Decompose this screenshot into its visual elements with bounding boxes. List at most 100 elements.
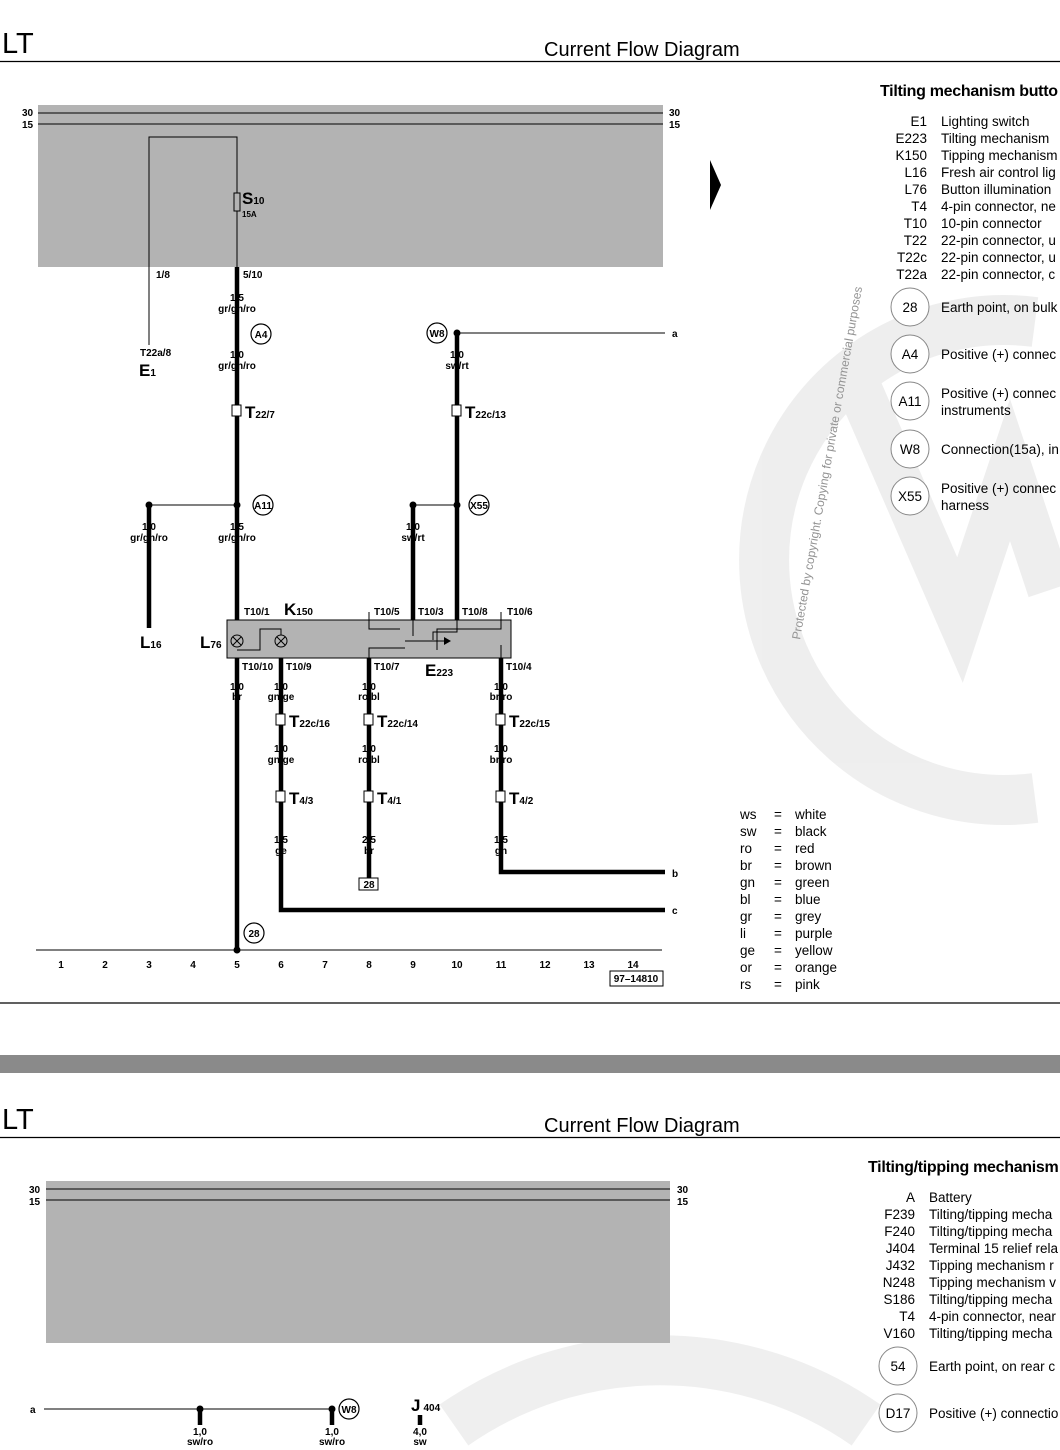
diagram-label: 1,0 (142, 522, 156, 533)
terminal-30-label: 30 (669, 108, 681, 119)
legend-title: Tilting/tipping mechanism (868, 1159, 1059, 1176)
diagram-label: 2,5 (362, 835, 376, 846)
diagram-label: 1,0 (362, 682, 376, 693)
component-l76: L76 (200, 633, 222, 652)
equals-sign: = (774, 926, 782, 941)
legend-desc: 4-pin connector, ne (941, 199, 1056, 214)
legend-code: V160 (883, 1326, 915, 1341)
diagram-label: S (242, 189, 253, 208)
legend-desc: Battery (929, 1190, 972, 1205)
diagram-label: J (411, 1396, 420, 1415)
diagram-label: br (232, 692, 242, 703)
legend-desc: Tilting/tipping mecha (929, 1224, 1053, 1239)
diagram-label: T (377, 712, 388, 731)
legend-desc: Earth point, on bulk (941, 300, 1058, 315)
lamp-icon (230, 634, 244, 648)
diagram-label: 16 (150, 640, 162, 651)
diagram-label: 30 (677, 1185, 689, 1196)
diagram-label: 28 (248, 929, 260, 940)
legend-code: J432 (886, 1258, 915, 1273)
diagram-label: ro/bl (358, 755, 380, 766)
component-e1: E1 (139, 361, 156, 380)
diagram-label: 22/7 (255, 410, 275, 421)
diagram-label: gr/gn/ro (218, 304, 256, 315)
legend-desc: Tilting/tipping mecha (929, 1207, 1053, 1222)
diagram-label: E (425, 661, 436, 680)
legend-point-code: D17 (886, 1406, 911, 1421)
legend-code: F240 (884, 1224, 915, 1239)
diagram-label: gn (495, 846, 507, 857)
diagram-label: a (30, 1405, 36, 1416)
diagram-label: sw (413, 1437, 427, 1448)
column-number: 6 (278, 960, 284, 971)
legend-code: S186 (883, 1292, 915, 1307)
next-page-arrow-icon[interactable] (710, 160, 721, 210)
diagram-label: br/ro (490, 692, 513, 703)
connector-t22c-13: T22c/13 (465, 403, 506, 422)
brand-title: LT (2, 28, 34, 60)
legend-desc: Tipping mechanism (941, 148, 1058, 163)
equals-sign: = (774, 807, 782, 822)
colour-abbr: rs (740, 977, 751, 992)
column-number: 3 (146, 960, 152, 971)
column-number: 8 (366, 960, 372, 971)
legend-point-code: X55 (898, 489, 922, 504)
diagram-label: 1,0 (230, 682, 244, 693)
legend-point-circle (890, 476, 930, 516)
diagram-label: 1,5 (274, 835, 288, 846)
legend-desc: Button illumination (941, 182, 1051, 197)
diagram-label: A11 (254, 501, 272, 512)
diagram-label: T (509, 789, 520, 808)
legend-point-code: 54 (890, 1359, 906, 1374)
colour-name: red (795, 841, 815, 856)
diagram-label: T10/7 (374, 662, 400, 673)
legend-code: K150 (895, 148, 927, 163)
legend-desc: Tilting/tipping mecha (929, 1292, 1053, 1307)
earth-box (358, 877, 379, 891)
connector-t4-1: T4/1 (377, 789, 402, 808)
diagram-label: br/ro (490, 755, 513, 766)
terminal-15-label: 15 (669, 120, 681, 131)
fuse-relay-panel (38, 105, 663, 267)
diagram-label: 1,0 (494, 682, 508, 693)
legend-point-circle (878, 1393, 918, 1433)
diagram-label: sw/rt (445, 361, 469, 372)
diagram-label: T (377, 789, 388, 808)
diagram-label: sw/ro (187, 1437, 213, 1448)
diagram-label: T10/6 (507, 607, 533, 618)
legend-desc: Tipping mechanism r (929, 1258, 1054, 1273)
diagram-label: T10/8 (462, 607, 488, 618)
diagram-label: 1,0 (362, 744, 376, 755)
colour-name: purple (795, 926, 833, 941)
legend-point-code: 28 (902, 300, 917, 315)
legend-point-code: A11 (898, 394, 921, 409)
diagram-label: T (465, 403, 476, 422)
legend-desc: harness (941, 498, 989, 513)
continuation-b: b (672, 869, 678, 880)
equals-sign: = (774, 858, 782, 873)
column-number: 9 (410, 960, 416, 971)
diagram-label: L (140, 633, 150, 652)
fuse-label: S10 (242, 189, 265, 208)
colour-name: blue (795, 892, 821, 907)
connector-t22c-14: T22c/14 (377, 712, 418, 731)
component-e223-label: E223 (425, 661, 453, 680)
legend-title: Tilting mechanism butto (880, 83, 1058, 100)
reference-box (609, 970, 664, 987)
equals-sign: = (774, 892, 782, 907)
terminal-30-label: 30 (22, 108, 34, 119)
legend-desc: Tipping mechanism v (929, 1275, 1056, 1290)
legend-code: L76 (904, 182, 927, 197)
diagram-label: 1,5 (230, 293, 244, 304)
column-number: 11 (496, 960, 507, 971)
legend-desc: Positive (+) connectio (929, 1406, 1058, 1421)
diagram-label: 1,0 (406, 522, 420, 533)
colour-name: black (795, 824, 827, 839)
colour-abbr: ge (740, 943, 755, 958)
column-number: 12 (539, 960, 551, 971)
diagram-label: ro/bl (358, 692, 380, 703)
continuation-a: a (672, 329, 678, 340)
colour-abbr: br (740, 858, 753, 873)
colour-abbr: or (740, 960, 753, 975)
terminal-15-label: 15 (22, 120, 34, 131)
